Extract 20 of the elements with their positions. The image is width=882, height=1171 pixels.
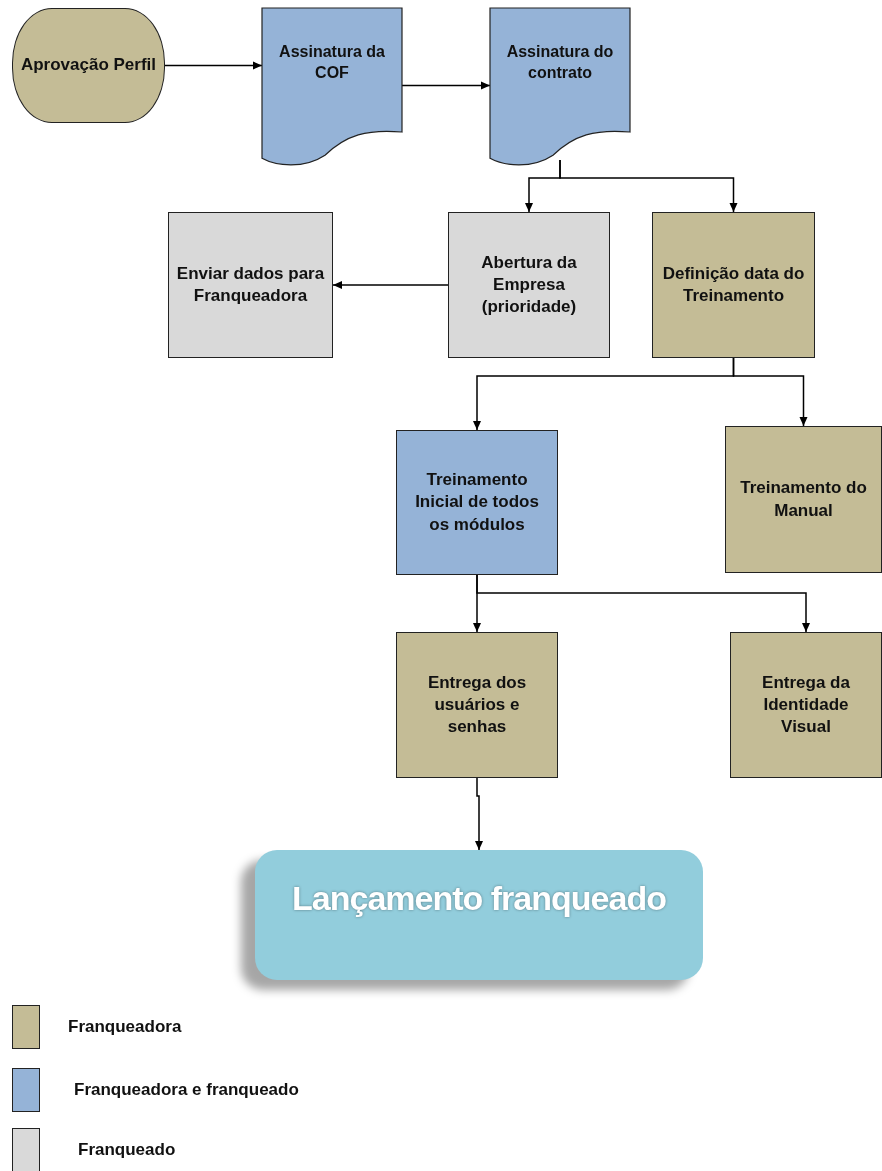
process-box: Abertura da Empresa (prioridade) (448, 212, 610, 358)
process-box: Definição data do Treinamento (652, 212, 815, 358)
legend-label: Franqueado (78, 1140, 176, 1160)
process-box: Entrega da Identidade Visual (730, 632, 882, 778)
process-box: Treinamento do Manual (725, 426, 882, 573)
arrow (732, 357, 808, 427)
arrow (559, 159, 738, 213)
arrow (332, 281, 449, 289)
process-box: Enviar dados para Franqueadora (168, 212, 333, 358)
process-box: Entrega dos usuários e senhas (396, 632, 558, 778)
terminal-shape: Aprovação Perfil (12, 8, 165, 123)
document-shape: Assinatura do contrato (490, 8, 630, 163)
arrow (164, 61, 263, 70)
arrow (475, 777, 483, 851)
legend-label: Franqueadora (68, 1017, 182, 1037)
document-shape: Assinatura da COF (262, 8, 402, 163)
legend-label: Franqueadora e franqueado (74, 1080, 299, 1100)
process-box: Treinamento Inicial de todos os módulos (396, 430, 558, 575)
rounded-box: Lançamento franqueado (255, 850, 703, 980)
arrow (476, 574, 810, 633)
